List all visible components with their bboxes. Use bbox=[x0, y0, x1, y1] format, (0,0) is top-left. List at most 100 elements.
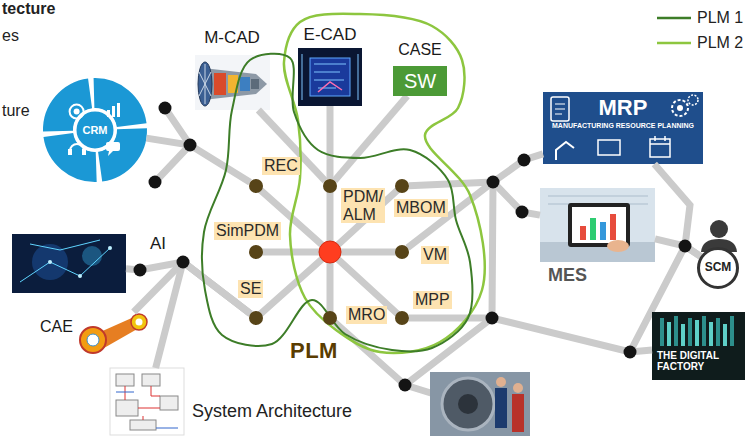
module-dot-outline bbox=[323, 311, 337, 325]
pcb-illustration bbox=[302, 54, 358, 100]
turbine-illustration bbox=[203, 68, 267, 100]
crm-icon-art bbox=[57, 92, 134, 169]
cae-image: CAE bbox=[75, 312, 150, 355]
module-dot-outline bbox=[249, 311, 263, 325]
node-label: PLM bbox=[290, 338, 338, 363]
legend-text: PLM 1 bbox=[697, 7, 743, 29]
architecture-sketch bbox=[142, 374, 160, 386]
module-dot: MPP bbox=[395, 311, 409, 325]
architecture-sketch bbox=[116, 392, 178, 428]
connector-line bbox=[655, 239, 701, 257]
pcb-illustration bbox=[298, 48, 362, 106]
conrod-illustration bbox=[131, 314, 147, 330]
digital-factory-art bbox=[702, 316, 706, 346]
junction-dots bbox=[184, 139, 197, 152]
mrp-panel-art bbox=[672, 100, 688, 116]
digital-factory-art bbox=[681, 324, 685, 346]
ai-illustration bbox=[82, 246, 102, 266]
digital-factory-art bbox=[652, 312, 745, 380]
junction-dots bbox=[487, 176, 500, 189]
engine-photo bbox=[513, 383, 523, 393]
mrp-panel-art bbox=[650, 139, 670, 157]
architecture-sketch bbox=[116, 374, 134, 386]
mrp-panel-art bbox=[551, 97, 569, 121]
mrp-panel: MRPMANUFACTURING RESOURCE PLANNING bbox=[543, 92, 703, 164]
module-dot: MRO bbox=[323, 311, 337, 325]
mrp-panel-art bbox=[555, 104, 565, 114]
scm-icon-shape bbox=[699, 249, 738, 288]
legend-sample bbox=[655, 7, 693, 29]
node-label: REC bbox=[262, 157, 300, 175]
connector-line bbox=[409, 154, 543, 186]
node-label: MRO bbox=[346, 306, 387, 324]
node-label: MPP bbox=[413, 291, 452, 309]
crm-icon-art bbox=[70, 144, 84, 151]
plm-hub bbox=[319, 241, 341, 263]
text-holder: SCM bbox=[697, 247, 739, 289]
digital-factory-art bbox=[730, 316, 734, 346]
connector-line bbox=[126, 262, 250, 314]
mrp-panel-art bbox=[598, 140, 620, 155]
pcb-illustration bbox=[318, 82, 342, 92]
crm-icon-art bbox=[82, 149, 86, 155]
digital-factory-art bbox=[688, 318, 692, 346]
node-text: SW bbox=[404, 70, 436, 93]
legend-text: PLM 2 bbox=[697, 32, 743, 54]
ai-illustration bbox=[12, 234, 126, 293]
junction-dots bbox=[159, 102, 172, 115]
connector-line bbox=[654, 164, 700, 256]
ecad-image: E-CAD bbox=[298, 48, 362, 106]
mes-photo bbox=[540, 188, 655, 262]
conrod-illustration bbox=[98, 317, 139, 348]
scm-person-icon bbox=[710, 220, 728, 238]
engine-photo bbox=[458, 394, 478, 414]
module-dot-shape bbox=[395, 179, 409, 193]
pcb-illustration bbox=[298, 48, 362, 106]
engine-photo bbox=[496, 377, 506, 387]
conrod-illustration bbox=[87, 334, 99, 346]
turbine-illustration bbox=[240, 77, 250, 91]
module-dot-outline bbox=[395, 179, 409, 193]
architecture-sketch bbox=[125, 386, 160, 420]
legend-line bbox=[657, 42, 691, 45]
text-holder: MRPMANUFACTURING RESOURCE PLANNING bbox=[543, 92, 703, 164]
mrp-panel-art bbox=[688, 95, 698, 105]
mes-photo bbox=[610, 214, 616, 240]
conrod-illustration bbox=[80, 327, 106, 353]
architecture-sketch bbox=[160, 396, 178, 410]
node-label: E-CAD bbox=[302, 25, 359, 45]
digital-factory-art bbox=[652, 312, 745, 380]
network-lines bbox=[155, 108, 685, 394]
crm-icon-art bbox=[57, 92, 134, 169]
architecture-sketch bbox=[110, 368, 184, 435]
module-dot-shape bbox=[323, 179, 337, 193]
node-label: SimPDM bbox=[214, 222, 281, 240]
digital-factory-art bbox=[716, 318, 720, 346]
connector-line bbox=[156, 262, 251, 368]
node-label: AI bbox=[148, 234, 168, 254]
ai-illustration bbox=[78, 274, 82, 278]
junction-dots bbox=[518, 154, 531, 167]
junction-dots bbox=[516, 206, 529, 219]
digital-factory-art bbox=[723, 324, 727, 346]
module-dot-outline bbox=[395, 311, 409, 325]
engine-photo bbox=[512, 394, 524, 432]
architecture-sketch bbox=[110, 368, 184, 435]
connector-line bbox=[335, 96, 408, 181]
text-holder: SW bbox=[393, 66, 447, 96]
module-dot: REC bbox=[249, 179, 263, 193]
module-dot-shape bbox=[395, 245, 409, 259]
junction-dots bbox=[134, 102, 692, 392]
mes-photo bbox=[580, 226, 586, 240]
digital-factory-art bbox=[660, 318, 664, 346]
engine-photo bbox=[430, 372, 530, 436]
text-holder: CRM bbox=[43, 78, 147, 182]
engine-photo bbox=[442, 378, 494, 430]
plm-circle-shape bbox=[198, 119, 463, 384]
module-dot: PDM/ ALM bbox=[323, 179, 337, 193]
junction-dots bbox=[624, 346, 637, 359]
system-architecture-image: System Architecture bbox=[110, 368, 184, 435]
digital-factory-art bbox=[674, 316, 678, 346]
node-label: M-CAD bbox=[202, 28, 262, 48]
module-dot-shape bbox=[323, 311, 337, 325]
